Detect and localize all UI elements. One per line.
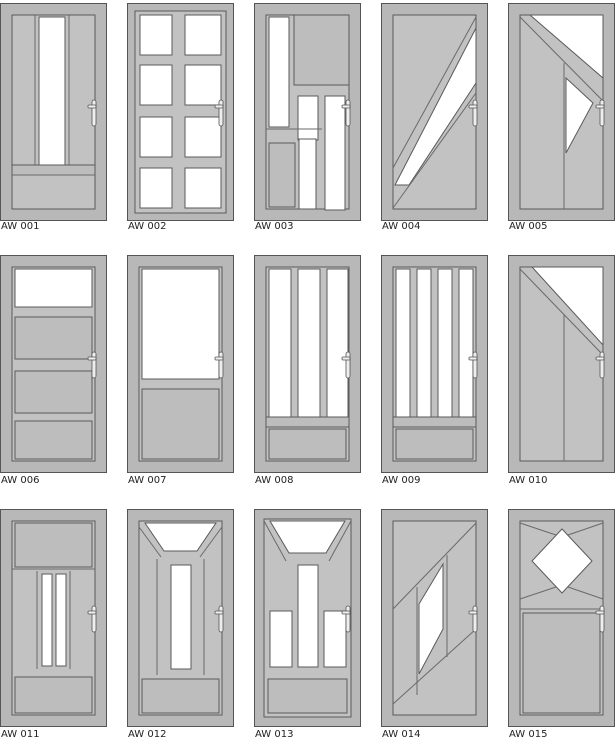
door-aw-005-icon <box>508 3 615 221</box>
door-aw-004-icon <box>381 3 488 221</box>
door-item[interactable] <box>508 255 615 473</box>
door-aw-013-icon <box>254 509 361 727</box>
door-aw-006-icon <box>0 255 107 473</box>
door-aw-015-icon <box>508 509 615 727</box>
door-aw-008-icon <box>254 255 361 473</box>
door-item[interactable] <box>508 3 615 221</box>
door-item[interactable] <box>381 255 488 473</box>
door-item[interactable] <box>127 509 234 727</box>
door-code-label: AW 001 <box>1 221 40 232</box>
door-aw-007-icon <box>127 255 234 473</box>
door-item[interactable] <box>381 509 488 727</box>
door-aw-014-icon <box>381 509 488 727</box>
door-code-label: AW 015 <box>509 729 548 740</box>
door-code-label: AW 009 <box>382 475 421 486</box>
door-code-label: AW 003 <box>255 221 294 232</box>
door-code-label: AW 013 <box>255 729 294 740</box>
door-item[interactable] <box>127 3 234 221</box>
door-item[interactable] <box>0 3 107 221</box>
door-code-label: AW 011 <box>1 729 40 740</box>
door-item[interactable] <box>0 509 107 727</box>
door-aw-009-icon <box>381 255 488 473</box>
door-item[interactable] <box>127 255 234 473</box>
door-code-label: AW 008 <box>255 475 294 486</box>
door-code-label: AW 014 <box>382 729 421 740</box>
door-code-label: AW 010 <box>509 475 548 486</box>
door-item[interactable] <box>254 3 361 221</box>
door-code-label: AW 004 <box>382 221 421 232</box>
door-aw-001-icon <box>0 3 107 221</box>
door-item[interactable] <box>254 509 361 727</box>
door-aw-012-icon <box>127 509 234 727</box>
door-item[interactable] <box>0 255 107 473</box>
door-code-label: AW 005 <box>509 221 548 232</box>
door-item[interactable] <box>254 255 361 473</box>
door-aw-010-icon <box>508 255 615 473</box>
door-code-label: AW 012 <box>128 729 167 740</box>
door-code-label: AW 007 <box>128 475 167 486</box>
door-aw-003-icon <box>254 3 361 221</box>
door-aw-011-icon <box>0 509 107 727</box>
door-item[interactable] <box>508 509 615 727</box>
door-aw-002-icon <box>127 3 234 221</box>
door-code-label: AW 006 <box>1 475 40 486</box>
door-item[interactable] <box>381 3 488 221</box>
door-code-label: AW 002 <box>128 221 167 232</box>
